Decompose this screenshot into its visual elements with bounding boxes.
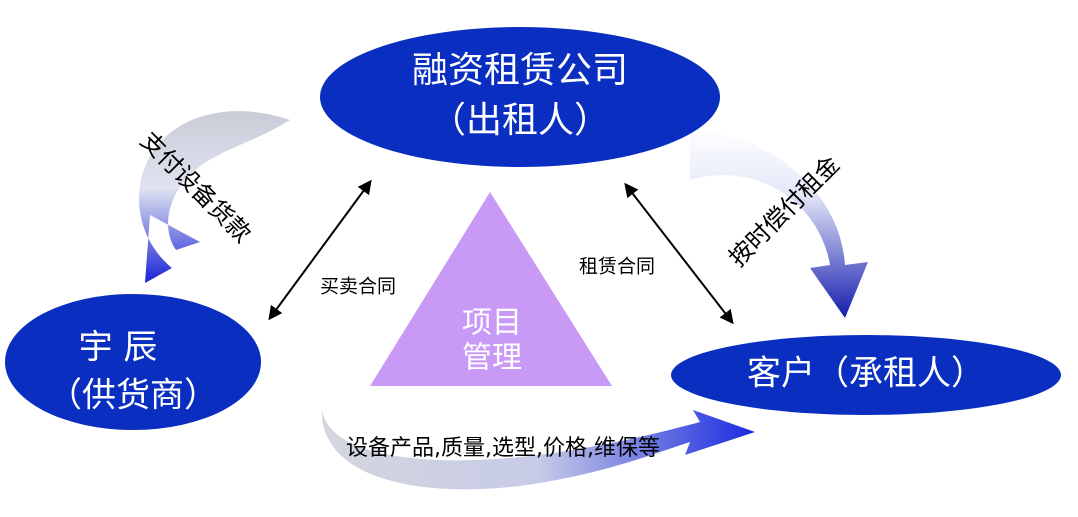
supplier-name: 宇 辰 — [79, 328, 158, 368]
payment-curved-arrow — [139, 111, 290, 283]
purchase-contract-label: 买卖合同 — [320, 276, 396, 298]
product-flow-arrow — [321, 410, 755, 490]
supplier-role: （供货商） — [48, 376, 218, 416]
customer-name: 客户（承租人） — [747, 354, 985, 394]
lease-contract-label: 租赁合同 — [579, 256, 655, 278]
project-management-line1: 项目 — [462, 306, 522, 341]
customer-ellipse — [671, 335, 1061, 415]
supplier-ellipse — [5, 294, 261, 430]
leasing-company-name: 融资租赁公司 — [412, 50, 628, 91]
product-info-label: 设备产品,质量,选型,价格,维保等 — [346, 436, 660, 461]
leasing-company-ellipse — [320, 27, 720, 167]
lease-contract-arrow — [624, 182, 734, 325]
leasing-company-role: （出租人） — [430, 100, 610, 141]
rent-curved-arrow — [690, 128, 868, 318]
project-management-triangle — [370, 192, 612, 386]
purchase-contract-arrow — [268, 179, 372, 321]
project-management-line2: 管理 — [462, 341, 522, 376]
